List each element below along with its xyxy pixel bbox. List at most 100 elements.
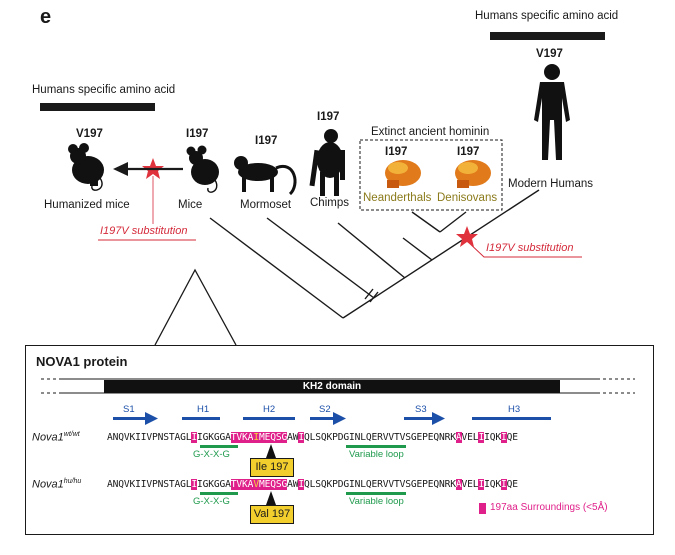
seq-surrounding: A (455, 479, 462, 490)
nova1-protein-panel (25, 345, 654, 535)
seq-residue-197: V (253, 479, 259, 490)
seq-surrounding: TVKA (230, 432, 254, 443)
humanized-mouse-icon (68, 143, 104, 191)
sequence-hu: ANQVKIIVPNSTAGLIIGKGGATVKAVMEQSGAWIQLSQK… (107, 479, 518, 490)
legend-swatch (479, 503, 486, 514)
gxxg-bar-wt (200, 445, 238, 448)
human-icon (534, 64, 570, 160)
seq-surrounding: I (298, 432, 304, 443)
aa-label-i197-neanderthals: I197 (385, 146, 408, 158)
structure-label-s1: S1 (123, 404, 135, 415)
branch-denisovans (439, 211, 467, 233)
humans-specific-bar-right (490, 32, 605, 40)
seq-surrounding: TVKA (230, 479, 254, 490)
row-label-wt-text: Nova1 (32, 431, 64, 444)
aa-label-v197-mice: V197 (76, 128, 103, 140)
seq-segment: QE (506, 479, 518, 490)
seq-segment: ANQVKIIVPNSTAGL (107, 479, 192, 490)
seq-surrounding: A (455, 432, 462, 443)
seq-segment: IGKGGA (197, 479, 231, 490)
gxxg-bar-hu (200, 492, 238, 495)
branch-chimps (337, 222, 406, 279)
seq-segment: AW (287, 432, 299, 443)
seq-segment: QLSQKPDGINLQERVVTVSGEPEQNRK (304, 479, 456, 490)
row-label-wt-sup: wt/wt (63, 431, 80, 438)
branch-mice (209, 217, 344, 319)
structure-label-s3: S3 (415, 404, 427, 415)
substitution-label-left: I197V substitution (100, 225, 188, 237)
callout-val197: Val 197 (250, 505, 294, 524)
species-marmoset: Mormoset (240, 199, 292, 211)
gxxg-label-hu: G-X-X-G (193, 496, 230, 507)
seq-residue-197: I (253, 432, 259, 443)
branch-root (342, 189, 540, 319)
seq-segment: AW (287, 479, 299, 490)
callout-pointer-hu (266, 491, 276, 505)
substitution-label-right: I197V substitution (486, 242, 574, 254)
extinct-hominin-box (359, 139, 503, 211)
variable-loop-label-hu: Variable loop (349, 496, 404, 507)
secondary-structure-track (113, 412, 551, 425)
phylogeny-tree (68, 64, 582, 345)
star-human (456, 226, 478, 247)
denisovan-skull-icon (455, 160, 491, 188)
marmoset-icon (234, 156, 297, 196)
seq-surrounding: MEQSG (258, 479, 288, 490)
row-label-hu: Nova1hu/hu (32, 478, 81, 491)
seq-surrounding: I (500, 479, 507, 490)
aa-label-i197-mice: I197 (186, 128, 209, 140)
humans-specific-label-left: Humans specific amino acid (32, 84, 176, 96)
seq-segment: IQK (484, 432, 501, 443)
branch-neanderthals (411, 211, 441, 233)
seq-surrounding: I (478, 432, 485, 443)
branch-ancient (402, 237, 433, 261)
row-label-wt: Nova1wt/wt (32, 431, 80, 444)
seq-segment: IGKGGA (197, 432, 231, 443)
seq-surrounding: I (478, 479, 485, 490)
variable-loop-bar-wt (346, 445, 406, 448)
species-neanderthals: Neanderthals (363, 192, 432, 204)
extinct-hominin-title: Extinct ancient hominin (371, 126, 490, 138)
variable-loop-bar-hu (346, 492, 406, 495)
seq-segment: VEL (461, 432, 479, 443)
seq-surrounding: I (500, 432, 507, 443)
structure-label-h2: H2 (263, 404, 276, 415)
gxxg-label-wt: G-X-X-G (193, 449, 230, 460)
species-mice: Mice (178, 199, 203, 211)
mouse-icon (186, 145, 219, 193)
species-denisovans: Denisovans (437, 192, 498, 204)
species-chimps: Chimps (310, 197, 349, 209)
panel-letter: e (40, 6, 52, 28)
substitution-connector-right (465, 239, 582, 258)
structure-label-s2: S2 (319, 404, 331, 415)
seq-surrounding: I (191, 479, 198, 490)
legend-label: 197aa Surroundings (<5Å) (490, 502, 608, 513)
aa-label-v197-human: V197 (536, 48, 563, 60)
kh2-domain-bar: KH2 domain (104, 380, 560, 393)
species-modern-humans: Modern Humans (508, 178, 594, 190)
zoom-callout (154, 268, 237, 345)
structure-label-h1: H1 (197, 404, 210, 415)
seq-surrounding: I (298, 479, 304, 490)
row-label-hu-text: Nova1 (32, 478, 64, 491)
structure-label-h3: H3 (508, 404, 521, 415)
callout-pointer-wt (266, 444, 276, 458)
seq-segment: ANQVKIIVPNSTAGL (107, 432, 192, 443)
neanderthal-skull-icon (385, 160, 421, 188)
seq-segment: QLSQKPDGINLQERVVTVSGEPEQNRK (304, 432, 456, 443)
humans-specific-label-right: Humans specific amino acid (475, 10, 619, 22)
seq-segment: QE (506, 432, 518, 443)
row-label-hu-sup: hu/hu (63, 478, 82, 485)
aa-label-i197-marmoset: I197 (255, 135, 278, 147)
seq-segment: IQK (484, 479, 501, 490)
variable-loop-label-wt: Variable loop (349, 449, 404, 460)
humans-specific-bar-left (40, 103, 155, 111)
species-humanized-mice: Humanized mice (44, 199, 130, 211)
protein-title: NOVA1 protein (36, 354, 128, 369)
domain-track (38, 378, 635, 394)
aa-label-i197-denisovans: I197 (457, 146, 480, 158)
seq-surrounding: I (191, 432, 198, 443)
sequence-wt: ANQVKIIVPNSTAGLIIGKGGATVKAIMEQSGAWIQLSQK… (107, 432, 518, 443)
branch-marmoset (266, 217, 375, 299)
callout-ile197: Ile 197 (250, 458, 294, 477)
